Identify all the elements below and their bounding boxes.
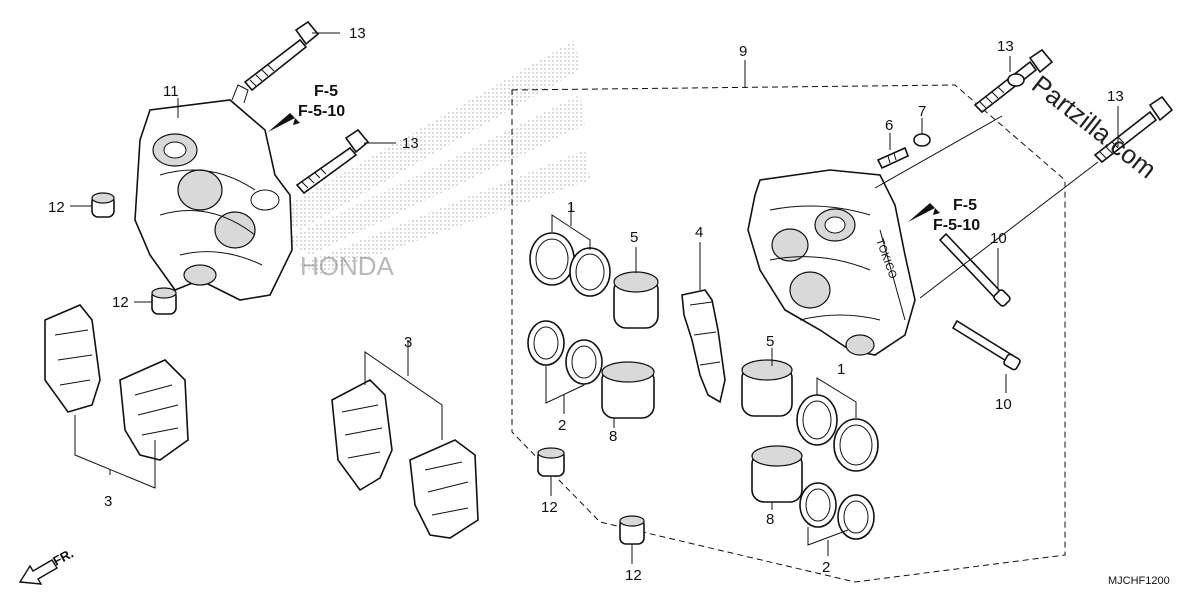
bolt-13-top-left	[243, 20, 320, 92]
callout-8: 8	[609, 428, 617, 445]
bolt-13-far-right	[1093, 95, 1174, 164]
bleeder-cap-7	[913, 133, 931, 147]
dust-seal-2-upper	[527, 320, 603, 385]
front-direction-arrow: FR.	[18, 546, 76, 585]
pad-spring-4	[681, 289, 726, 404]
right-caliper-body: TOKICO	[747, 169, 916, 356]
dust-seal-2-lower	[799, 482, 875, 540]
callout-10: 10	[995, 396, 1012, 413]
piston-5-lower	[741, 359, 793, 417]
callout-12: 12	[625, 567, 642, 584]
callout-3: 3	[104, 493, 112, 510]
reference-arrow-right	[908, 203, 940, 222]
callout-12: 12	[541, 499, 558, 516]
brake-pad-3-left	[44, 304, 189, 461]
bushing-12-center-upper	[537, 447, 565, 477]
reference-label: F-5	[314, 83, 338, 100]
bolt-13-top-right	[973, 48, 1054, 114]
piston-8-lower	[751, 445, 803, 503]
leader-lines	[70, 32, 1119, 564]
callout-1: 1	[567, 199, 575, 216]
callout-13: 13	[349, 25, 366, 42]
callout-4: 4	[695, 224, 703, 241]
honda-logo-watermark: HONDA	[270, 40, 590, 281]
callout-6: 6	[885, 117, 893, 134]
reference-label: F-5-10	[933, 217, 980, 234]
callout-13: 13	[1107, 88, 1124, 105]
pad-pin-10-lower	[951, 319, 1021, 371]
reference-label: F-5-10	[298, 103, 345, 120]
callout-2: 2	[822, 559, 830, 576]
pad-pin-10-upper	[938, 232, 1011, 307]
callout-13: 13	[997, 38, 1014, 55]
bushing-12-left-upper	[91, 192, 115, 218]
reference-arrow-left	[268, 113, 300, 132]
bleeder-valve-6	[876, 146, 910, 170]
piston-seal-1-upper	[529, 232, 611, 297]
callout-7: 7	[918, 103, 926, 120]
reference-label: F-5	[953, 197, 977, 214]
left-caliper-body	[134, 84, 293, 301]
brake-pad-3-center	[331, 379, 479, 539]
callout-3: 3	[404, 334, 412, 351]
callout-5: 5	[766, 333, 774, 350]
bushing-12-left-lower	[151, 287, 177, 315]
callout-12: 12	[48, 199, 65, 216]
callout-13: 13	[402, 135, 419, 152]
callout-11: 11	[163, 83, 179, 100]
callout-1: 1	[837, 361, 845, 378]
diagram-code: MJCHF1200	[1108, 575, 1170, 587]
bolt-13-mid-left	[295, 128, 370, 195]
callout-8: 8	[766, 511, 774, 528]
assembly-9-outline	[511, 84, 1066, 583]
callout-9: 9	[739, 43, 747, 60]
honda-logo-text: HONDA	[300, 251, 395, 281]
callout-5: 5	[630, 229, 638, 246]
bushing-12-center-lower	[619, 515, 645, 545]
callout-2: 2	[558, 417, 566, 434]
piston-5-upper	[613, 271, 659, 329]
callout-12: 12	[112, 294, 129, 311]
callout-10: 10	[990, 230, 1007, 247]
piston-8-upper	[601, 361, 655, 419]
piston-seal-1-lower	[796, 394, 879, 472]
